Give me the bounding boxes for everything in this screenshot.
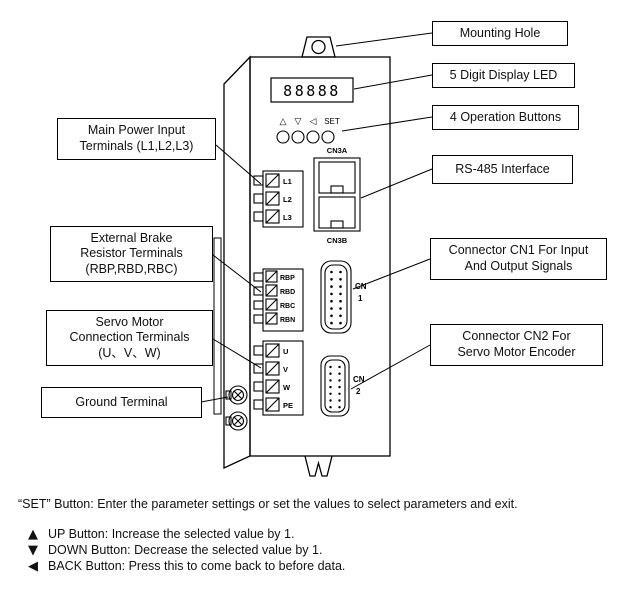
up-symbol: △ [280,116,287,126]
callout-ground: Ground Terminal [41,387,202,418]
cn1-pins [330,270,342,325]
brake-terminal-block: RBP RBD RBC RBN [253,268,304,332]
down-note-text: DOWN Button: Decrease the selected value… [48,543,323,557]
callout-servo-motor: Servo Motor Connection Terminals (U、V、W) [46,310,213,366]
operation-buttons [276,130,335,144]
display-led: 88888 [270,77,354,103]
leader-servo-motor [212,338,262,369]
callout-mounting-hole: Mounting Hole [432,21,568,46]
motor-terminal-block: U V W PE [253,340,304,416]
terminal-label-l1: L1 [283,177,292,186]
callout-display-led: 5 Digit Display LED [432,63,575,88]
terminal-label-v: V [283,365,288,374]
leader-cn2 [350,344,431,390]
leader-operation-buttons [341,116,433,132]
mounting-tab-top [301,36,336,58]
rs485-connector-cn3: CN3A CN3B [313,146,361,245]
terminal-label-w: W [283,383,291,392]
callout-main-power: Main Power Input Terminals (L1,L2,L3) [57,118,216,160]
terminal-label-l2: L2 [283,195,292,204]
callout-operation-buttons: 4 Operation Buttons [432,105,579,130]
display-digits: 88888 [283,82,341,100]
cn3b-label: CN3B [327,236,348,245]
leader-lines [200,32,433,403]
operation-symbols: △ ▽ ◁ SET [280,116,340,126]
leader-brake [212,254,262,293]
cn2-connector: CN 2 [320,355,365,417]
terminal-label-pe: PE [283,401,293,410]
down-triangle-icon: ▼ [28,542,38,558]
leader-main-power [215,144,262,185]
leader-cn1 [352,258,431,290]
up-note-text: UP Button: Increase the selected value b… [48,527,295,541]
rj45-port-a [318,161,356,194]
terminal-label-l3: L3 [283,213,292,222]
set-button-note: “SET” Button: Enter the parameter settin… [18,497,518,511]
terminal-label-u: U [283,347,288,356]
callout-rs485: RS-485 Interface [432,155,573,184]
button-4 [321,130,335,144]
down-button-note: ▼ DOWN Button: Decrease the selected val… [28,543,322,557]
callout-cn1: Connector CN1 For Input And Output Signa… [430,238,607,280]
cn1-label-cn: CN [355,282,367,291]
ground-terminal-screws [225,385,248,431]
back-triangle-icon: ◀ [28,558,38,574]
cn1-label-1: 1 [358,294,363,303]
back-button-note: ◀ BACK Button: Press this to come back t… [28,559,345,573]
leader-display-led [353,74,433,90]
callout-brake: External Brake Resistor Terminals (RBP,R… [50,226,213,282]
back-symbol: ◁ [310,116,317,126]
down-symbol: ▽ [295,116,302,126]
terminal-label-rbc: RBC [280,303,295,310]
leader-rs485 [360,168,433,199]
cn3a-label: CN3A [327,146,348,155]
cn2-pins [329,365,341,409]
mounting-hole [311,39,326,55]
button-1 [276,130,290,144]
leader-mounting-hole [335,32,433,47]
rj45-port-b [318,196,356,229]
leader-ground [200,396,229,403]
terminal-label-rbn: RBN [280,317,295,324]
callout-cn2: Connector CN2 For Servo Motor Encoder [430,324,603,366]
mounting-tab-bottom [304,455,333,477]
button-2 [291,130,305,144]
power-terminal-block: L1 L2 L3 [253,170,304,228]
terminal-label-rbd: RBD [280,289,295,296]
terminal-label-rbp: RBP [280,275,295,282]
back-note-text: BACK Button: Press this to come back to … [48,559,346,573]
set-symbol-label: SET [324,117,340,126]
cn1-connector: CN 1 [320,260,367,334]
button-3 [306,130,320,144]
cn2-label-2: 2 [356,387,361,396]
cn2-label-cn: CN [353,375,365,384]
up-triangle-icon: ▲ [28,526,38,542]
servo-drive-body [213,36,391,477]
up-button-note: ▲ UP Button: Increase the selected value… [28,527,294,541]
